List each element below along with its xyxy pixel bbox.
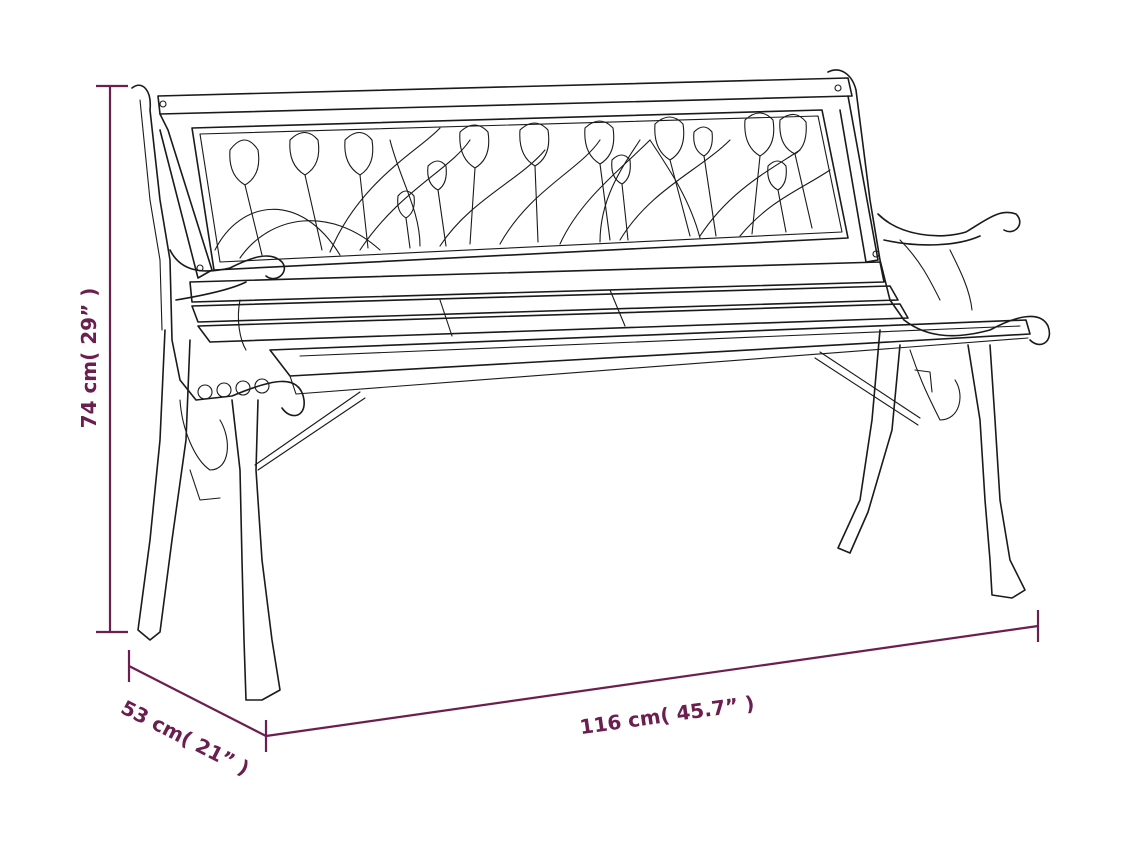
side-frame-right [827, 69, 1051, 346]
width-label: 116 cm( 45.7” ) [578, 691, 756, 739]
armrest-left [169, 249, 286, 280]
backrest-lower-rail [189, 261, 885, 303]
bench-front-leg-right [967, 344, 1026, 599]
side-ornament-right [899, 239, 973, 421]
seat-slat-mid [197, 303, 909, 343]
height-label: 74 cm( 29” ) [77, 288, 101, 429]
depth-label: 53 cm( 21” ) [117, 695, 253, 780]
seat-slat-front [269, 319, 1031, 377]
backrest-top-rail [157, 77, 853, 115]
bench-rear-leg-left [137, 329, 191, 641]
backrest-panel [191, 109, 849, 271]
height-dimension: 74 cm( 29” ) [77, 84, 128, 634]
width-dimension: 116 cm( 45.7” ) [265, 610, 1040, 739]
bench-brace-left [254, 391, 366, 471]
side-ornament-left [179, 299, 270, 501]
side-frame-left [131, 84, 305, 417]
tulip-ornament [214, 112, 831, 259]
park-bench-icon [131, 69, 1051, 701]
bench-brace-right [814, 351, 921, 426]
depth-dimension: 53 cm( 21” ) [117, 650, 268, 780]
backrest-right-post [839, 95, 879, 263]
armrest-right [877, 211, 1021, 237]
bench-rear-leg-right [837, 329, 901, 554]
bench-front-leg-left [231, 399, 281, 701]
seat-slat-back [191, 285, 899, 323]
